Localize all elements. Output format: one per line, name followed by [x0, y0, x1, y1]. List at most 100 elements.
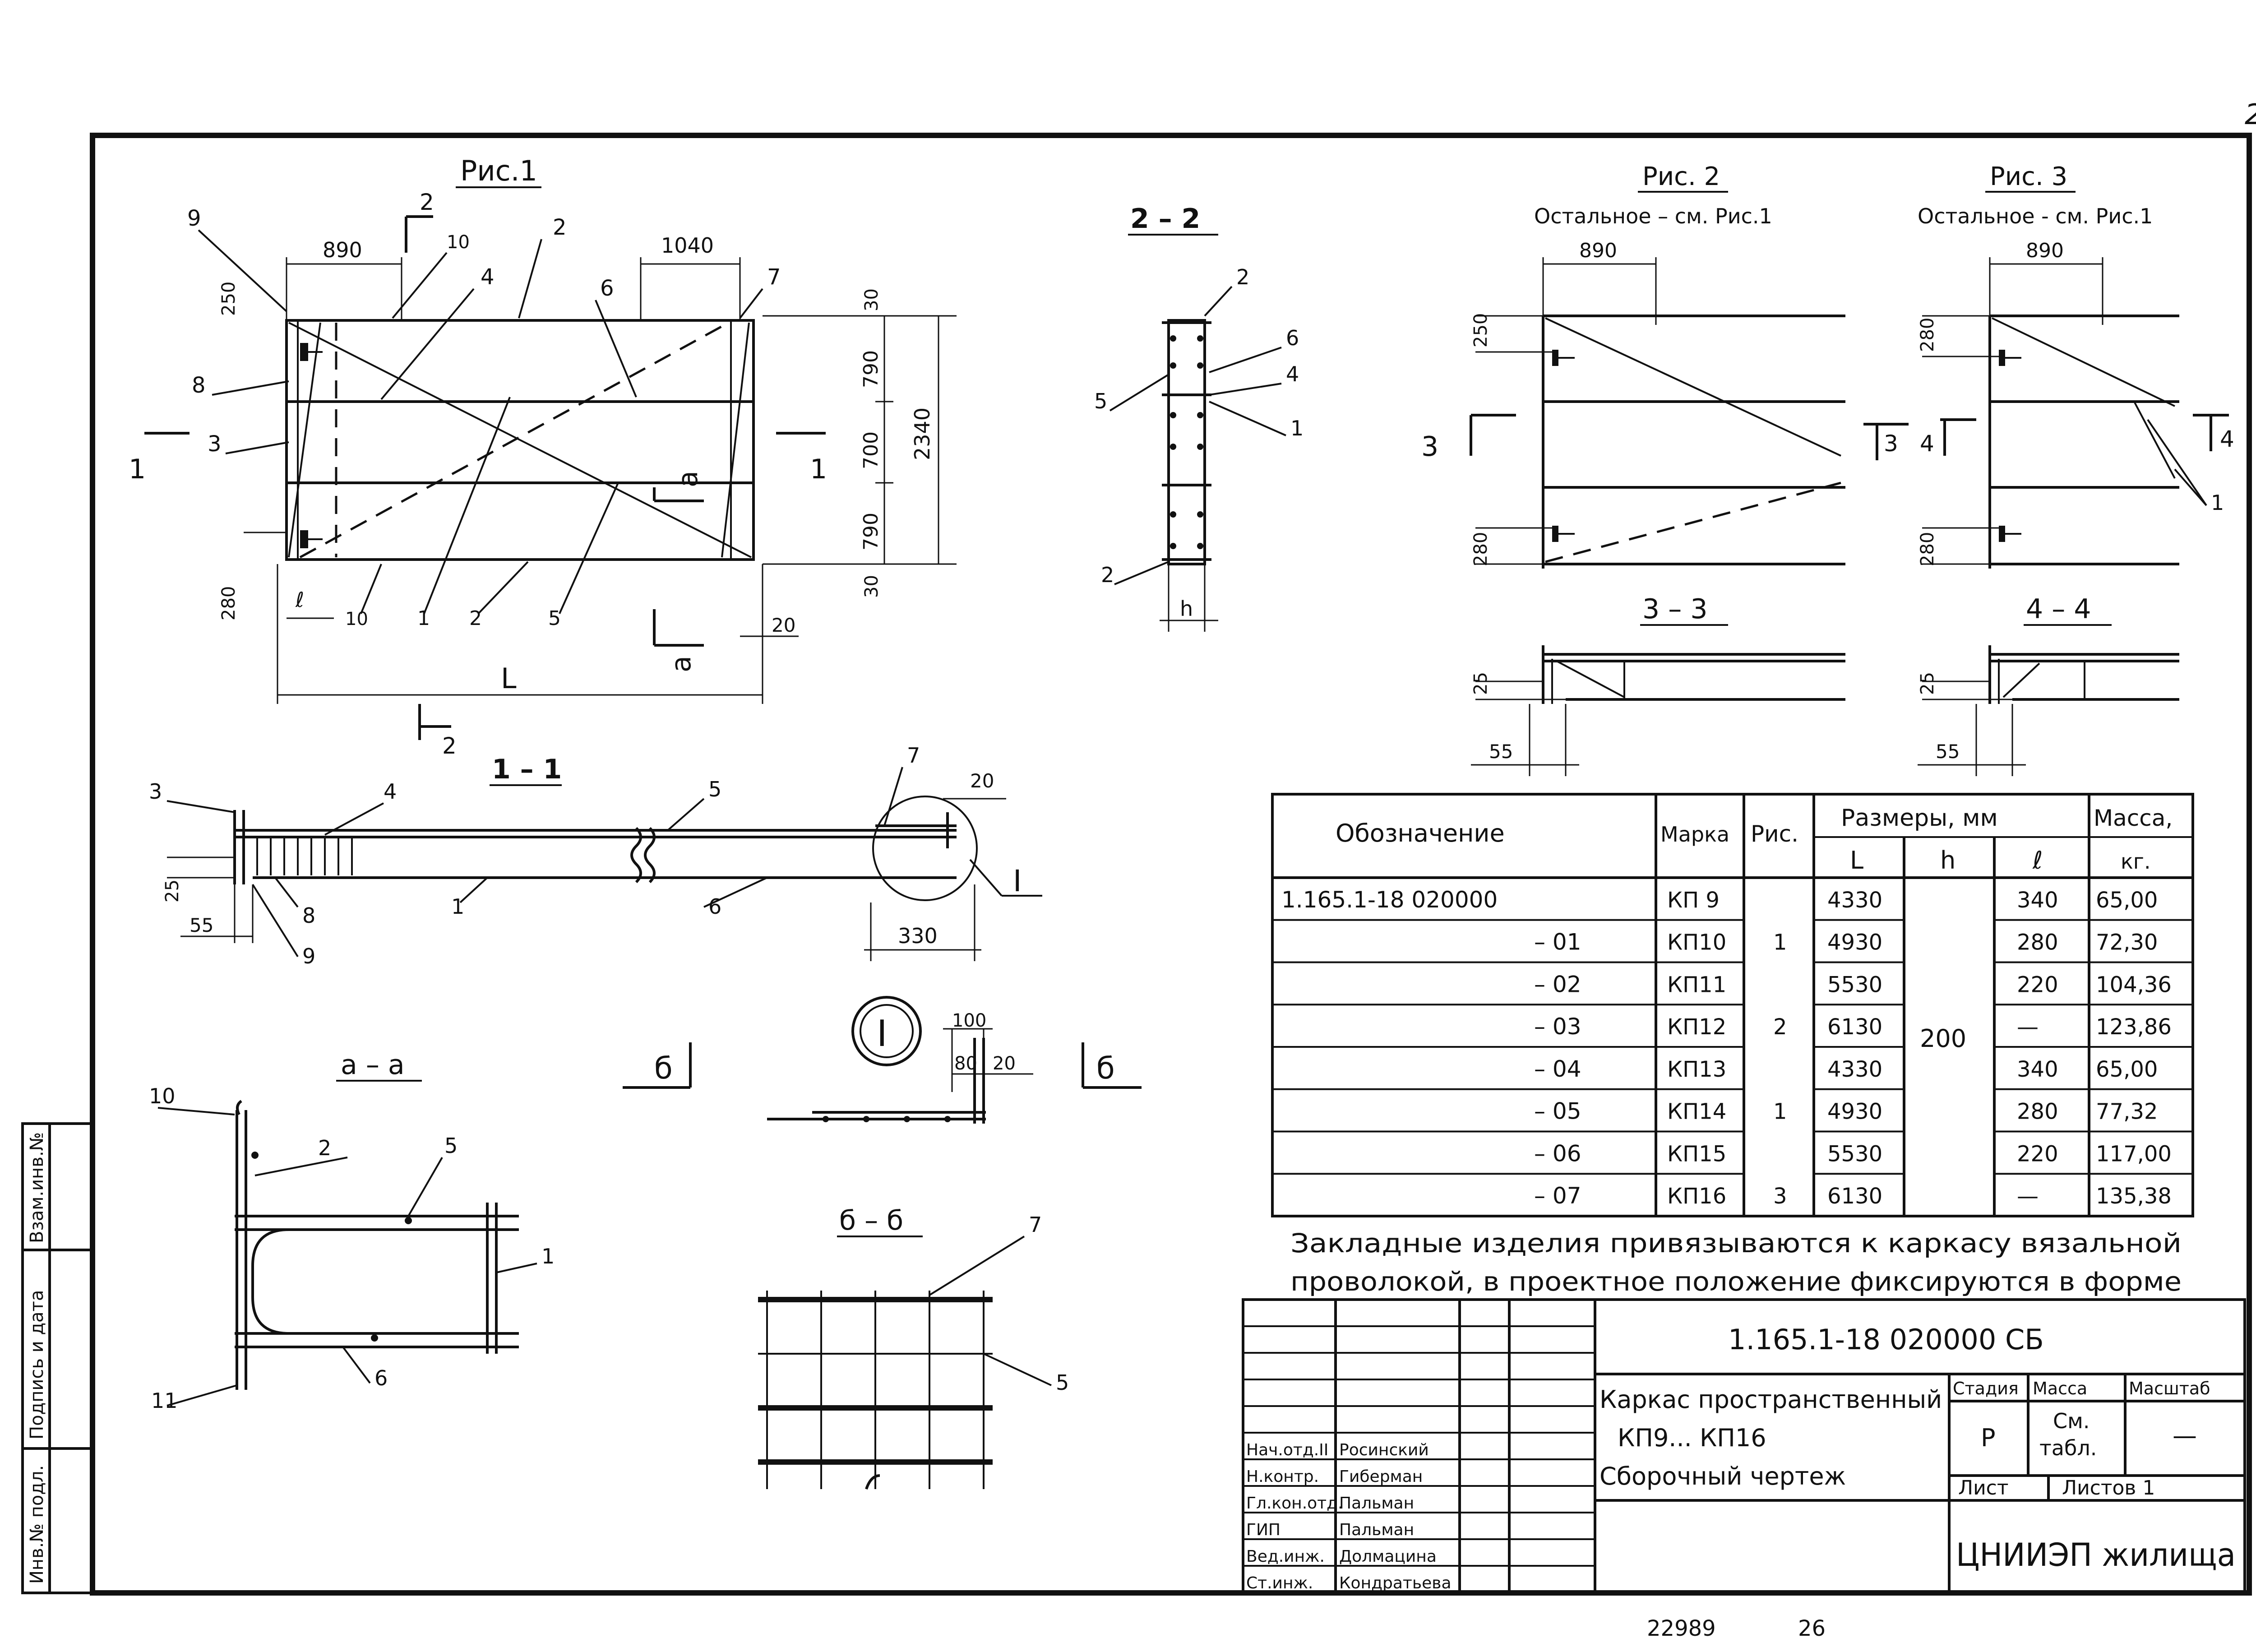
- td-designation: – 07: [1534, 1183, 1581, 1209]
- tb-name-3: Сборочный чертеж: [1600, 1462, 1846, 1490]
- td-designation: – 02: [1534, 971, 1581, 997]
- dim-790-bottom: 790: [860, 513, 883, 551]
- td-fig: 3: [1773, 1184, 1787, 1209]
- s11-callout-5: 5: [708, 777, 721, 801]
- cut-mark-2-top: 2: [420, 189, 434, 215]
- dim-L: L: [501, 662, 517, 695]
- section-1-1-title: 1 – 1: [492, 754, 562, 785]
- td-mark: КП 9: [1667, 888, 1720, 913]
- s33-dim-25: 25: [1470, 672, 1491, 695]
- note-line-1: Закладные изделия привязываются к каркас…: [1290, 1228, 2182, 1259]
- note-line-2: проволокой, в проектное положение фиксир…: [1290, 1266, 2182, 1297]
- th-h: h: [1940, 846, 1956, 875]
- fig3-dim-890: 890: [2026, 239, 2064, 262]
- fig2-dim-280: 280: [1470, 532, 1491, 566]
- s11-callout-3: 3: [149, 779, 162, 804]
- section-4-4-title: 4 – 4: [2026, 593, 2091, 625]
- tb-sheet-label: Лист: [1958, 1476, 2009, 1499]
- figure-2-title: Рис. 2: [1642, 162, 1720, 191]
- cut-mark-b-right: б: [1096, 1051, 1115, 1086]
- tb-scale-label: Масштаб: [2129, 1379, 2210, 1398]
- fig2-dim-890: 890: [1579, 239, 1617, 262]
- s11-callout-6: 6: [708, 894, 721, 919]
- td-l: —: [2017, 1184, 2039, 1209]
- node-I: I 100 80 20 б б: [623, 996, 1142, 1124]
- fig3-callout-1: 1: [2211, 491, 2224, 515]
- callout-3: 3: [208, 431, 222, 457]
- td-L: 6130: [1827, 1184, 1882, 1209]
- td-mass: 65,00: [2096, 1057, 2158, 1082]
- spec-table: Обозначение Марка Рис. Размеры, мм L h ℓ…: [1271, 793, 2194, 1217]
- figure-2-note: Остальное – см. Рис.1: [1534, 204, 1772, 228]
- dim-700: 700: [860, 431, 883, 469]
- section-3-3-title: 3 – 3: [1642, 593, 1708, 625]
- td-mark: КП12: [1667, 1014, 1726, 1040]
- fig3-cut-4-right: 4: [2220, 426, 2234, 452]
- td-l: 220: [2017, 972, 2058, 997]
- th-mass-unit: кг.: [2121, 849, 2151, 874]
- cut-mark-a-top: а: [672, 471, 704, 487]
- s22-callout-6: 6: [1286, 326, 1299, 350]
- th-sizes: Размеры, мм: [1841, 805, 1998, 832]
- td-fig: 1: [1773, 1099, 1787, 1124]
- figure-3-note: Остальное - см. Рис.1: [1918, 204, 2153, 228]
- s22-callout-2-bottom: 2: [1101, 563, 1114, 587]
- dim-2340: 2340: [910, 407, 934, 460]
- stamp-sign: Подпись и дата: [27, 1290, 47, 1439]
- td-L: 4930: [1827, 1099, 1882, 1124]
- s11-callout-7: 7: [907, 743, 920, 768]
- dim-1040: 1040: [661, 233, 714, 258]
- th-fig: Рис.: [1751, 821, 1798, 847]
- td-L: 5530: [1827, 1141, 1882, 1166]
- td-fig: 2: [1773, 1014, 1787, 1040]
- section-a-a: а – а 10 2 5 1 6 11: [149, 1049, 555, 1413]
- stamp-vzam: Взам.инв.№: [27, 1132, 47, 1243]
- s11-dim-20: 20: [970, 770, 994, 792]
- td-mass: 72,30: [2096, 930, 2158, 955]
- section-b-b-title: б – б: [839, 1205, 903, 1236]
- footer-right: 26: [1798, 1616, 1826, 1641]
- s33-dim-55: 55: [1489, 740, 1513, 763]
- td-l: 340: [2017, 888, 2058, 913]
- callout-10-top: 10: [447, 232, 470, 253]
- tb-sheets-label: Листов 1: [2062, 1476, 2155, 1499]
- td-L: 4330: [1827, 1057, 1882, 1082]
- td-L: 5530: [1827, 972, 1882, 997]
- td-l: 280: [2017, 930, 2058, 955]
- tb-stage: Р: [1981, 1424, 1996, 1452]
- dim-20: 20: [772, 614, 795, 636]
- figure-2: Рис. 2 Остальное – см. Рис.1 890 250 280…: [1421, 162, 1909, 569]
- s11-dim-25: 25: [162, 879, 183, 902]
- tb-stage-label: Стадия: [1953, 1379, 2019, 1398]
- s11-callout-9: 9: [302, 944, 315, 968]
- tb-mass-2: табл.: [2039, 1436, 2097, 1460]
- tb-mass-label: Масса: [2033, 1379, 2087, 1398]
- tb-person: Пальман: [1339, 1494, 1414, 1513]
- dim-330: 330: [898, 924, 938, 948]
- fig2-cut-3-left: 3: [1421, 431, 1438, 463]
- callout-8: 8: [192, 373, 206, 398]
- tb-mass-1: См.: [2053, 1409, 2090, 1433]
- td-designation: 1.165.1-18 020000: [1281, 887, 1498, 913]
- callout-2-top: 2: [553, 215, 567, 240]
- cut-mark-1-left: 1: [129, 453, 146, 485]
- td-mark: КП10: [1667, 930, 1726, 955]
- s11-callout-1: 1: [451, 894, 464, 919]
- dim-h: h: [1180, 597, 1193, 621]
- td-h-value: 200: [1920, 1024, 1966, 1053]
- callout-7: 7: [767, 264, 781, 290]
- td-L: 4330: [1827, 888, 1882, 913]
- td-l: 340: [2017, 1057, 2058, 1082]
- figure-3: Рис. 3 Остальное - см. Рис.1 890 280 280…: [1917, 162, 2234, 569]
- figure-1-title: Рис.1: [460, 154, 537, 187]
- footer-left: 22989: [1647, 1616, 1716, 1641]
- s22-callout-4: 4: [1286, 362, 1299, 386]
- section-1-1: 1 – 1 330 20 25 55: [149, 743, 1042, 968]
- td-mass: 77,32: [2096, 1099, 2158, 1124]
- td-L: 6130: [1827, 1014, 1882, 1040]
- td-mark: КП16: [1667, 1184, 1726, 1209]
- s22-callout-1: 1: [1290, 416, 1304, 440]
- tb-role: Ст.инж.: [1246, 1574, 1313, 1592]
